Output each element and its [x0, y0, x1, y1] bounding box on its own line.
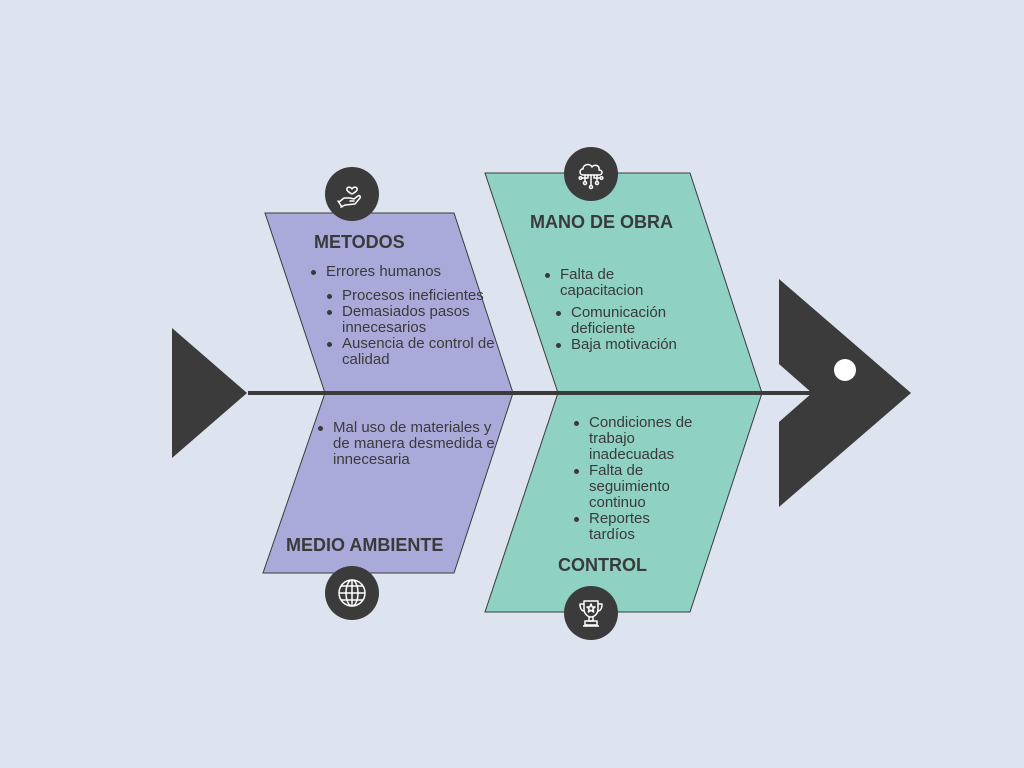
- control-list: Condiciones de trabajo inadecuadas Falta…: [571, 415, 696, 543]
- metodos-title: METODOS: [314, 232, 405, 252]
- fish-head: [779, 279, 911, 507]
- list-item: Falta de capacitacion: [542, 267, 662, 299]
- list-item: Ausencia de control de calidad: [324, 336, 496, 368]
- mano-de-obra-list: Falta de capacitacion: [542, 267, 662, 299]
- metodos-list: Errores humanos: [308, 264, 498, 280]
- list-item: Condiciones de trabajo inadecuadas: [571, 415, 696, 463]
- trophy-icon: [564, 586, 618, 640]
- list-item: Procesos ineficientes: [324, 288, 496, 304]
- globe-icon: [325, 566, 379, 620]
- control-title: CONTROL: [558, 555, 647, 575]
- mano-de-obra-title: MANO DE OBRA: [530, 212, 673, 232]
- medio-ambiente-list: Mal uso de materiales y de manera desmed…: [315, 420, 495, 468]
- fish-tail: [172, 328, 247, 458]
- list-item: Mal uso de materiales y de manera desmed…: [315, 420, 495, 468]
- medio-ambiente-title: MEDIO AMBIENTE: [286, 535, 444, 555]
- metodos-sublist: Procesos ineficientes Demasiados pasos i…: [324, 288, 496, 368]
- cloud-network-icon: [564, 147, 618, 201]
- fish-eye: [834, 359, 856, 381]
- list-item: Reportes tardíos: [571, 511, 696, 543]
- list-item: Falta de seguimiento continuo: [571, 463, 696, 511]
- hand-heart-icon: [325, 167, 379, 221]
- list-item: Comunicación deficiente: [553, 305, 688, 337]
- mano-de-obra-sublist: Comunicación deficiente Baja motivación: [553, 305, 688, 353]
- list-item: Baja motivación: [553, 337, 688, 353]
- list-item: Demasiados pasos innecesarios: [324, 304, 496, 336]
- list-item: Errores humanos: [308, 264, 498, 280]
